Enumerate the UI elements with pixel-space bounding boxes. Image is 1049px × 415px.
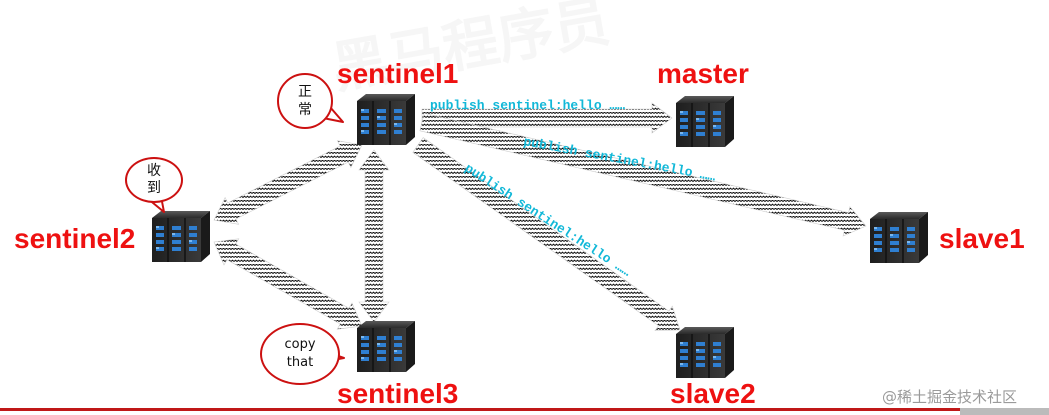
arrow-sentinel1-sentinel3 [358, 149, 390, 323]
arrow-sentinel1-to-slave2 [412, 137, 681, 332]
slave1-server-icon [869, 211, 929, 264]
node-label-slave2: slave2 [670, 378, 756, 409]
publish-label-slave2: publish sentinel:hello …… [462, 161, 634, 280]
master-server-icon [675, 95, 735, 148]
publish-label-master: publish sentinel:hello …… [430, 98, 625, 113]
bubble-sentinel2-line2: 到 [147, 180, 161, 196]
arrow-sentinel1-sentinel2 [213, 140, 363, 225]
bubble-sentinel3-line1: copy [284, 336, 316, 352]
bubble-sentinel3-line2: that [286, 355, 314, 370]
footer-bar [0, 408, 1049, 411]
bubble-sentinel2-line1: 收 [147, 163, 161, 180]
node-label-master: master [657, 58, 749, 89]
bubble-sentinel1-line2: 常 [298, 102, 312, 118]
node-label-slave1: slave1 [939, 223, 1025, 254]
sentinel2-server-icon [151, 210, 211, 263]
node-label-sentinel2: sentinel2 [14, 223, 136, 254]
bubble-sentinel1-line1: 正 [298, 83, 312, 100]
footer-bar-gray [960, 408, 1049, 415]
bubble-sentinel1: 正 常 [277, 73, 333, 129]
bubble-sentinel2: 收 到 [125, 157, 183, 203]
sentinel1-server-icon [356, 93, 416, 146]
sentinel3-server-icon [356, 320, 416, 373]
bubble-sentinel3: copy that [260, 323, 340, 385]
slave2-server-icon [675, 326, 735, 379]
arrow-sentinel1-to-slave1 [419, 112, 867, 237]
arrow-sentinel1-to-master [421, 102, 673, 134]
node-label-sentinel3: sentinel3 [337, 378, 459, 409]
credit-text: @稀土掘金技术社区 [882, 388, 1018, 406]
connection-arrows [213, 102, 867, 332]
arrow-sentinel2-sentinel3 [213, 238, 363, 330]
node-label-sentinel1: sentinel1 [337, 58, 459, 89]
